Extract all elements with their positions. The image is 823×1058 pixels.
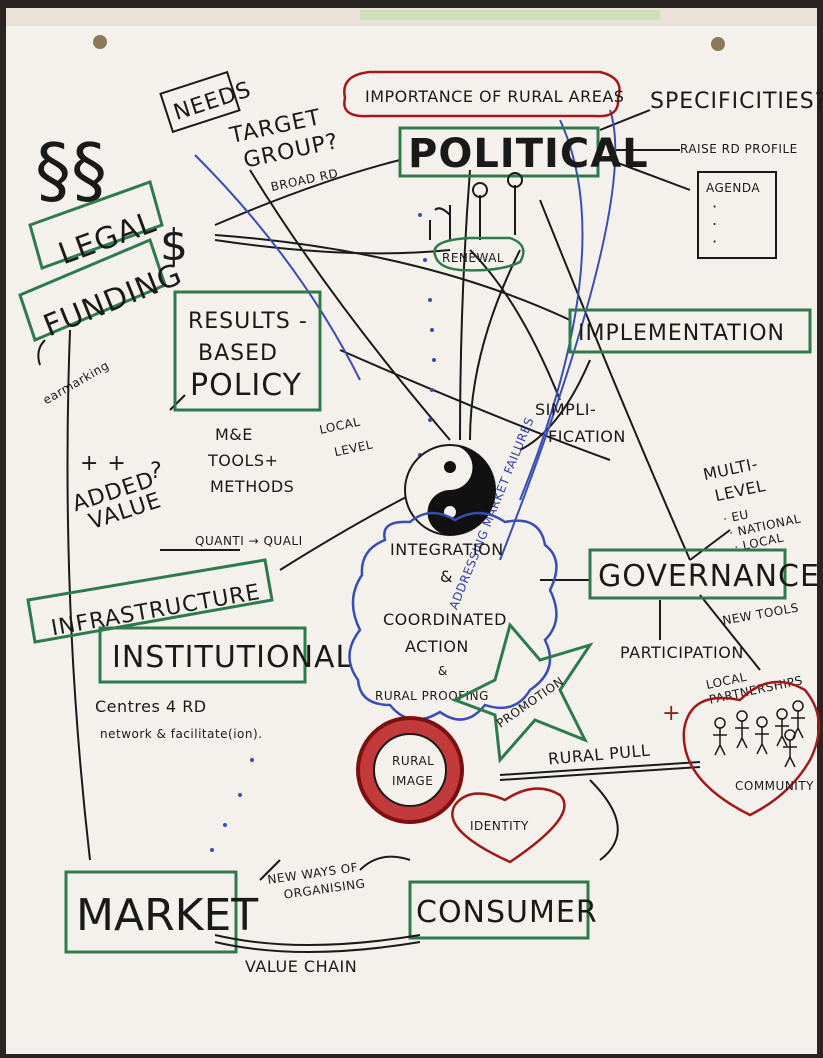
integration-cloud	[348, 511, 558, 721]
simplification-line1: SIMPLI-	[535, 400, 596, 419]
community-heart	[682, 680, 821, 817]
renewal-oval	[433, 236, 525, 272]
yin-yang-icon	[404, 444, 496, 536]
rural-image-line2: IMAGE	[392, 774, 433, 788]
funding-box	[18, 237, 167, 343]
institutional-label: INSTITUTIONAL	[112, 640, 353, 675]
question-mark: ?	[150, 459, 163, 484]
agenda-box	[697, 171, 777, 259]
raise-profile-label: RAISE RD PROFILE	[680, 142, 798, 156]
rural-image-line1: RURAL	[392, 754, 434, 768]
governance-box	[588, 548, 787, 600]
results-line2: BASED	[198, 341, 278, 366]
results-box	[173, 290, 322, 412]
importance-cloud	[343, 70, 621, 118]
market-box	[64, 870, 238, 954]
institutional-box	[98, 626, 307, 684]
renewal-label: RENEWAL	[442, 251, 504, 265]
green-tab	[360, 10, 660, 20]
cross-mark-icon: +	[662, 701, 681, 726]
flipchart-paper	[6, 8, 817, 1054]
market-label: MARKET	[76, 890, 258, 941]
specificities-label: SPECIFICITIES?	[650, 89, 823, 114]
consumer-label: CONSUMER	[416, 895, 598, 930]
value-chain-label: VALUE CHAIN	[245, 957, 357, 976]
identity-label: IDENTITY	[470, 819, 529, 833]
connector-lines	[66, 109, 761, 881]
multilevel-eu: · EU	[722, 507, 750, 526]
simplification-line2: FICATION	[548, 427, 626, 446]
legal-box	[28, 180, 164, 270]
integration-line6: RURAL PROOFING	[375, 689, 489, 703]
pin-left-icon	[93, 35, 107, 49]
importance-label: IMPORTANCE OF RURAL AREAS	[365, 87, 624, 106]
people-icon	[713, 700, 805, 768]
implementation-box	[568, 308, 812, 354]
political-box	[398, 126, 600, 178]
flowers-icon	[429, 172, 523, 240]
rural-image-inner	[373, 733, 447, 807]
consumer-box	[408, 880, 590, 940]
rural-pull-rope	[499, 761, 701, 781]
blue-lines	[194, 109, 617, 561]
centres-line2: network & facilitate(ion).	[100, 727, 263, 741]
pin-right-icon	[711, 37, 725, 51]
integration-line4: ACTION	[405, 637, 469, 656]
results-line3: POLICY	[190, 368, 302, 403]
political-label: POLITICAL	[408, 131, 649, 177]
identity-heart	[451, 787, 566, 864]
earmarking-arrow	[37, 339, 46, 366]
centres-line1: Centres 4 RD	[95, 697, 207, 716]
value-chain-icon	[214, 934, 421, 953]
dollar-icon: $	[160, 220, 188, 271]
implementation-label: IMPLEMENTATION	[578, 321, 785, 346]
quanti-quali-label: QUANTI → QUALI	[195, 534, 303, 548]
section-sign-icon: §§	[35, 128, 107, 212]
plus-plus-label: + +	[80, 451, 127, 476]
mande-line2: TOOLS+	[207, 451, 278, 470]
participation-label: PARTICIPATION	[620, 643, 744, 662]
needs-box	[159, 70, 241, 134]
integration-line1: INTEGRATION	[390, 540, 504, 559]
governance-label: GOVERNANCE	[598, 559, 820, 594]
integration-line3: COORDINATED	[383, 610, 507, 629]
agenda-label: AGENDA	[706, 181, 760, 195]
mande-line3: METHODS	[210, 477, 294, 496]
agenda-dots: ···	[712, 197, 718, 251]
community-label: COMMUNITY	[735, 779, 814, 793]
integration-line2: &	[440, 567, 453, 586]
infrastructure-box	[26, 558, 274, 644]
results-line1: RESULTS -	[188, 309, 308, 334]
mande-line1: M&E	[215, 425, 253, 444]
promotion-star	[451, 621, 594, 764]
integration-line5: &	[438, 664, 448, 678]
